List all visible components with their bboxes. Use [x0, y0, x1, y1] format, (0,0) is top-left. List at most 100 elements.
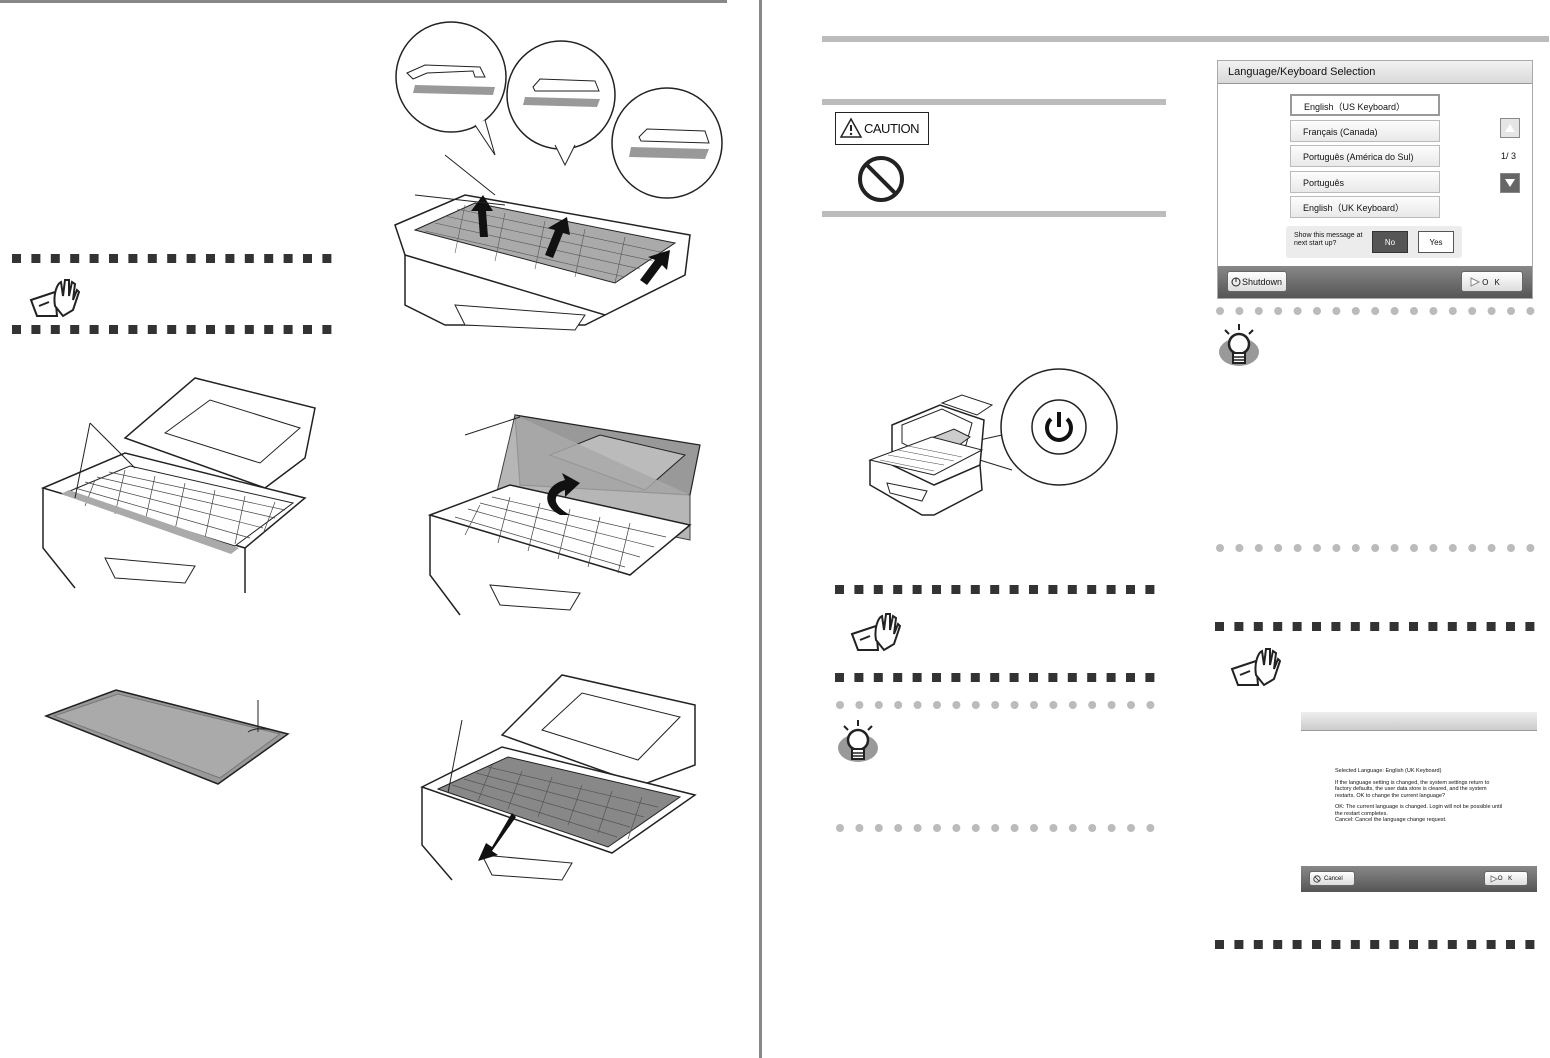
divider-square — [1370, 622, 1380, 631]
window-title: Language/Keyboard Selection — [1218, 61, 1532, 84]
divider-square — [835, 585, 844, 594]
divider-dot — [933, 824, 941, 832]
scroll-up-button[interactable] — [1500, 118, 1520, 138]
triangle-down-icon — [1505, 179, 1515, 187]
divider-square — [1273, 622, 1283, 631]
divider-dot — [1010, 701, 1019, 709]
divider-square — [1145, 673, 1155, 682]
divider-square — [225, 325, 235, 334]
divider-dot — [1332, 544, 1341, 552]
divider-dot — [836, 824, 844, 832]
divider-square — [128, 325, 138, 334]
ok-button[interactable]: O K — [1461, 271, 1523, 292]
divider-dot — [913, 824, 922, 832]
divider-square — [1273, 940, 1283, 949]
no-button[interactable]: No — [1372, 231, 1408, 253]
shutdown-button[interactable]: Shutdown — [1227, 271, 1287, 292]
top-rule — [0, 0, 727, 3]
language-option[interactable]: Português — [1290, 171, 1440, 193]
language-option[interactable]: Français (Canada) — [1290, 120, 1440, 142]
shutdown-label: Shutdown — [1242, 277, 1283, 287]
cancel-icon — [1313, 875, 1321, 883]
divider-dot — [1254, 544, 1263, 552]
divider-square — [1350, 940, 1360, 949]
divider-square — [912, 585, 922, 594]
divider-dot — [1526, 307, 1535, 315]
divider-square — [893, 585, 903, 594]
divider-square — [89, 254, 99, 263]
yes-button[interactable]: Yes — [1418, 231, 1454, 253]
page-divider — [759, 0, 762, 1058]
divider-square — [1467, 940, 1477, 949]
divider-square — [70, 254, 80, 263]
hand-caution-icon — [1230, 648, 1282, 687]
ok-button[interactable]: O K — [1484, 871, 1528, 886]
divider-dot — [1429, 307, 1438, 315]
divider-square — [912, 673, 922, 682]
divider-dot — [874, 824, 883, 832]
divider-dot — [991, 701, 1000, 709]
window-footer: Shutdown O K — [1218, 266, 1532, 298]
divider-dot — [1216, 307, 1224, 315]
caution-divider-bottom — [1215, 940, 1535, 949]
divider-dot — [1487, 307, 1496, 315]
divider-square — [970, 585, 980, 594]
divider-dot — [1351, 544, 1360, 552]
divider-dot — [1088, 701, 1097, 709]
page-indicator: 1/ 3 — [1501, 151, 1517, 161]
divider-square — [1486, 940, 1496, 949]
keyboard-insert-illustration — [420, 674, 697, 881]
hint-divider-bottom — [1216, 544, 1535, 552]
divider-square — [893, 673, 903, 682]
divider-square — [1009, 673, 1019, 682]
divider-square — [283, 325, 293, 334]
divider-square — [31, 254, 41, 263]
caution-divider-top — [835, 585, 1155, 594]
divider-square — [1067, 673, 1077, 682]
divider-dot — [855, 701, 864, 709]
hand-caution-icon — [29, 279, 81, 318]
divider-square — [1389, 940, 1399, 949]
language-option[interactable]: English（US Keyboard） — [1290, 94, 1440, 116]
divider-square — [1048, 673, 1058, 682]
divider-square — [1126, 673, 1135, 682]
divider-square — [1447, 940, 1457, 949]
divider-square — [1253, 622, 1263, 631]
language-option[interactable]: Português (América do Sul) — [1290, 145, 1440, 167]
scroll-down-button[interactable] — [1500, 173, 1520, 193]
language-option[interactable]: English（UK Keyboard） — [1290, 196, 1440, 218]
caution-divider-bottom — [835, 673, 1155, 682]
caution-bar-top — [822, 99, 1166, 105]
divider-dot — [1332, 307, 1341, 315]
divider-dot — [1010, 824, 1019, 832]
divider-dot — [1049, 824, 1058, 832]
divider-square — [1106, 673, 1116, 682]
divider-square — [1048, 585, 1058, 594]
divider-dot — [1030, 824, 1038, 832]
divider-dot — [1254, 307, 1263, 315]
divider-square — [303, 254, 312, 263]
divider-square — [1126, 585, 1135, 594]
cancel-button[interactable]: Cancel — [1309, 871, 1355, 886]
divider-square — [147, 254, 157, 263]
divider-square — [1253, 940, 1263, 949]
divider-square — [1215, 622, 1224, 631]
divider-square — [50, 254, 60, 263]
warning-triangle-icon — [839, 117, 863, 138]
divider-dot — [1410, 307, 1418, 315]
divider-square — [1009, 585, 1019, 594]
divider-square — [1409, 622, 1418, 631]
divider-square — [1292, 622, 1302, 631]
divider-square — [873, 673, 883, 682]
divider-dot — [1274, 307, 1283, 315]
hint-bulb-icon — [1219, 324, 1259, 366]
divider-dot — [1487, 544, 1496, 552]
divider-dot — [952, 701, 961, 709]
hint-divider-top — [836, 701, 1155, 709]
divider-square — [1312, 622, 1321, 631]
divider-square — [1428, 622, 1438, 631]
divider-square — [932, 673, 941, 682]
divider-dot — [913, 701, 922, 709]
divider-square — [70, 325, 80, 334]
divider-dot — [1274, 544, 1283, 552]
